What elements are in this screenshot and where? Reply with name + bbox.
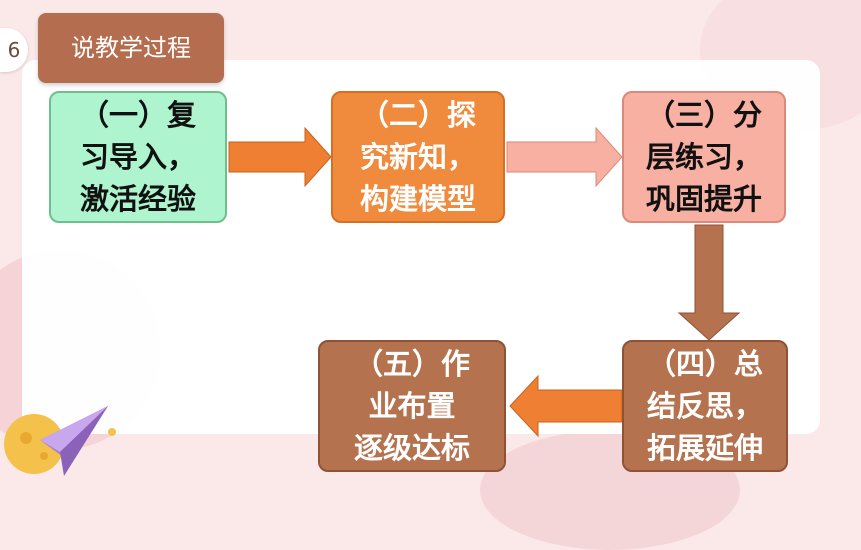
step-2-line-3: 构建模型 — [359, 182, 476, 216]
step-1-line-3: 激活经验 — [79, 182, 196, 216]
step-5-line-3: 逐级达标 — [353, 431, 470, 465]
step-3-line-3: 巩固提升 — [645, 182, 762, 216]
step-5-line-1: （五）作 — [353, 347, 470, 381]
step-1-box: （一）复 习导入， 激活经验 — [49, 91, 227, 223]
arrow-step1-to-step2 — [228, 126, 332, 188]
step-5-box: （五）作 业布置 逐级达标 — [318, 340, 506, 472]
step-4-line-1: （四）总 — [646, 347, 763, 381]
step-2-line-1: （二）探 — [359, 98, 476, 132]
step-1-line-1: （一）复 — [79, 98, 196, 132]
arrow-step2-to-step3 — [506, 126, 623, 188]
step-3-line-1: （三）分 — [645, 98, 762, 132]
step-4-box: （四）总 结反思， 拓展延伸 — [622, 340, 788, 472]
step-2-line-2: 究新知， — [359, 140, 476, 174]
step-4-line-2: 结反思， — [646, 389, 763, 423]
step-5-line-2: 业布置 — [368, 389, 456, 423]
step-2-box: （二）探 究新知， 构建模型 — [331, 91, 505, 223]
step-1-line-2: 习导入， — [79, 140, 196, 174]
step-3-line-2: 层练习， — [645, 140, 762, 174]
step-4-line-3: 拓展延伸 — [646, 431, 763, 465]
step-3-box: （三）分 层练习， 巩固提升 — [622, 91, 786, 223]
arrow-step4-to-step5 — [509, 374, 623, 438]
flow-arrows — [228, 126, 741, 438]
section-title: 说教学过程 — [38, 13, 224, 83]
paper-plane-icon — [4, 406, 116, 476]
arrow-step3-to-step4 — [677, 224, 741, 341]
